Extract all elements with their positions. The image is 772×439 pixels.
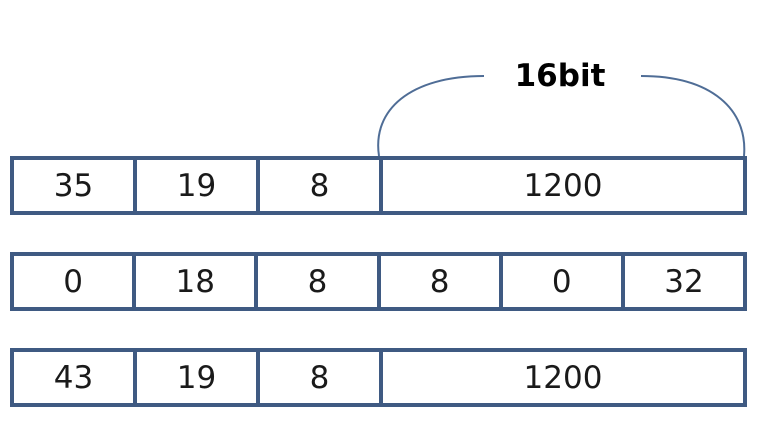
field-row-3: 43 19 8 1200 xyxy=(10,348,747,407)
field-cell: 1200 xyxy=(523,359,603,396)
field-cell: 8 xyxy=(258,256,381,307)
field-cell: 43 xyxy=(14,352,137,403)
field-cell: 0 xyxy=(14,256,137,307)
field-cell: 35 xyxy=(14,160,137,211)
brace-label: 16bit xyxy=(514,58,606,94)
field-row-2: 0 18 8 8 0 32 xyxy=(10,252,747,311)
field-cell: 19 xyxy=(137,160,260,211)
field-row-1: 35 19 8 1200 xyxy=(10,156,747,215)
field-cell: 18 xyxy=(136,256,259,307)
field-cell: 1200 xyxy=(523,167,603,204)
field-cell: 8 xyxy=(260,352,383,403)
field-cell: 32 xyxy=(664,263,704,300)
field-cell: 0 xyxy=(503,256,625,307)
field-cell: 19 xyxy=(137,352,260,403)
field-cell: 8 xyxy=(381,256,503,307)
field-cell: 8 xyxy=(260,160,383,211)
brace-right-arc xyxy=(640,75,746,157)
brace-left-arc xyxy=(377,75,485,157)
